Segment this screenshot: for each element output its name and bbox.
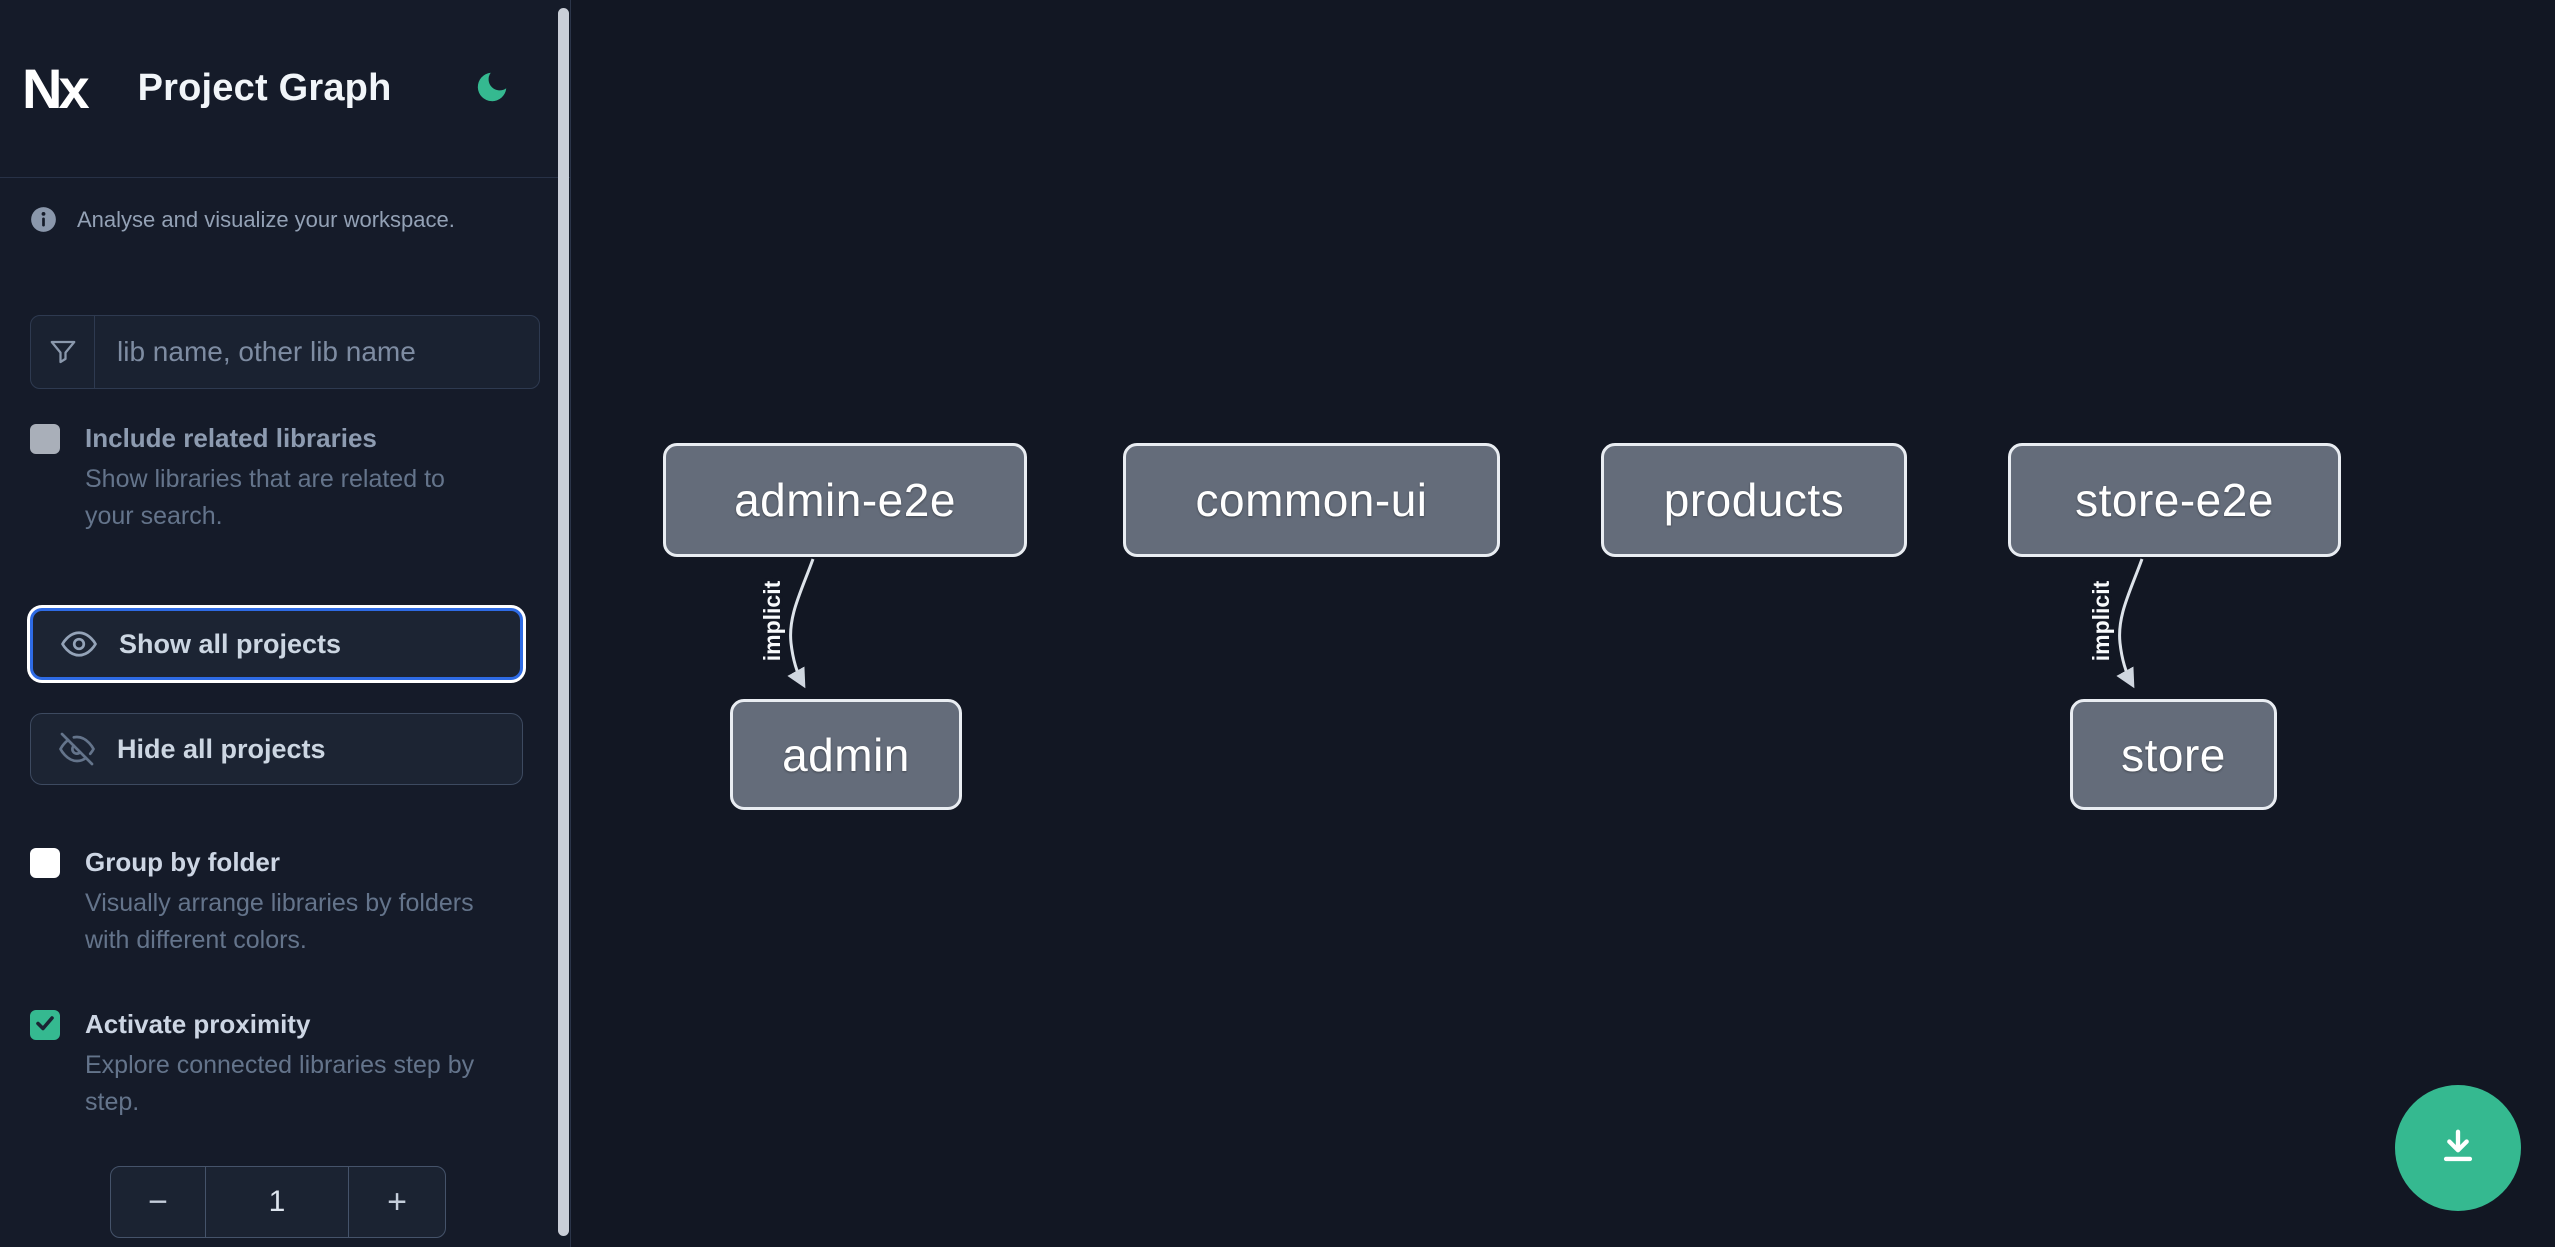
toggle-label: Include related libraries	[85, 423, 377, 453]
toggle-group-by-folder: Group by folder Visually arrange librari…	[30, 845, 540, 959]
proximity-stepper: − 1 +	[110, 1166, 446, 1238]
show-all-projects-label: Show all projects	[119, 628, 342, 659]
project-node-common-ui[interactable]: common-ui	[1123, 443, 1500, 557]
toggle-description: Visually arrange libraries by folders wi…	[85, 889, 474, 954]
edge-label-implicit: implicit	[759, 580, 785, 661]
include-related-checkbox[interactable]	[30, 424, 60, 454]
sidebar: Nx Project Graph Analyse and visualize y…	[0, 0, 571, 1247]
download-icon	[2432, 1121, 2484, 1176]
project-node-store[interactable]: store	[2070, 699, 2277, 810]
group-by-folder-checkbox[interactable]	[30, 848, 60, 878]
project-node-store-e2e[interactable]: store-e2e	[2008, 443, 2341, 557]
edge-store-e2e-to-store	[2116, 558, 2144, 689]
nx-logo: Nx	[22, 56, 90, 120]
hide-all-projects-button[interactable]: Hide all projects	[30, 713, 523, 785]
proximity-decrement-button[interactable]: −	[111, 1167, 206, 1237]
proximity-value[interactable]: 1	[268, 1185, 286, 1218]
sidebar-scrollbar[interactable]	[558, 8, 569, 1236]
theme-toggle-button[interactable]	[472, 69, 512, 109]
toggle-label: Activate proximity	[85, 1009, 311, 1039]
workspace-tagline: Analyse and visualize your workspace.	[30, 206, 540, 233]
toggle-activate-proximity: Activate proximity Explore connected lib…	[30, 1007, 540, 1121]
eye-off-icon	[59, 731, 95, 767]
project-node-admin[interactable]: admin	[730, 699, 962, 810]
edge-label-implicit: implicit	[2088, 580, 2114, 661]
info-icon	[30, 206, 57, 233]
checkmark-icon	[33, 1011, 57, 1040]
tagline-text: Analyse and visualize your workspace.	[77, 206, 455, 232]
graph-canvas[interactable]: implicit implicit admin-e2e common-ui pr…	[571, 0, 2555, 1247]
project-node-products[interactable]: products	[1601, 443, 1907, 557]
moon-icon	[473, 68, 511, 109]
toggle-include-related: Include related libraries Show libraries…	[30, 421, 540, 535]
toggle-description: Explore connected libraries step by step…	[85, 1051, 475, 1116]
download-image-button[interactable]	[2395, 1085, 2521, 1211]
proximity-increment-button[interactable]: +	[348, 1167, 445, 1237]
project-node-admin-e2e[interactable]: admin-e2e	[663, 443, 1027, 557]
filter-input[interactable]	[95, 316, 539, 388]
toggle-label: Group by folder	[85, 847, 280, 877]
eye-icon	[61, 626, 97, 662]
sidebar-header: Nx Project Graph	[0, 0, 570, 178]
graph-edges: implicit implicit	[756, 558, 2144, 689]
funnel-icon	[31, 316, 95, 388]
library-filter	[30, 315, 540, 389]
show-all-projects-button[interactable]: Show all projects	[30, 608, 523, 680]
hide-all-projects-label: Hide all projects	[117, 733, 326, 764]
page-title: Project Graph	[137, 67, 392, 109]
edge-admin-e2e-to-admin	[787, 558, 815, 689]
toggle-description: Show libraries that are related to your …	[85, 465, 445, 530]
activate-proximity-checkbox[interactable]	[30, 1010, 60, 1040]
